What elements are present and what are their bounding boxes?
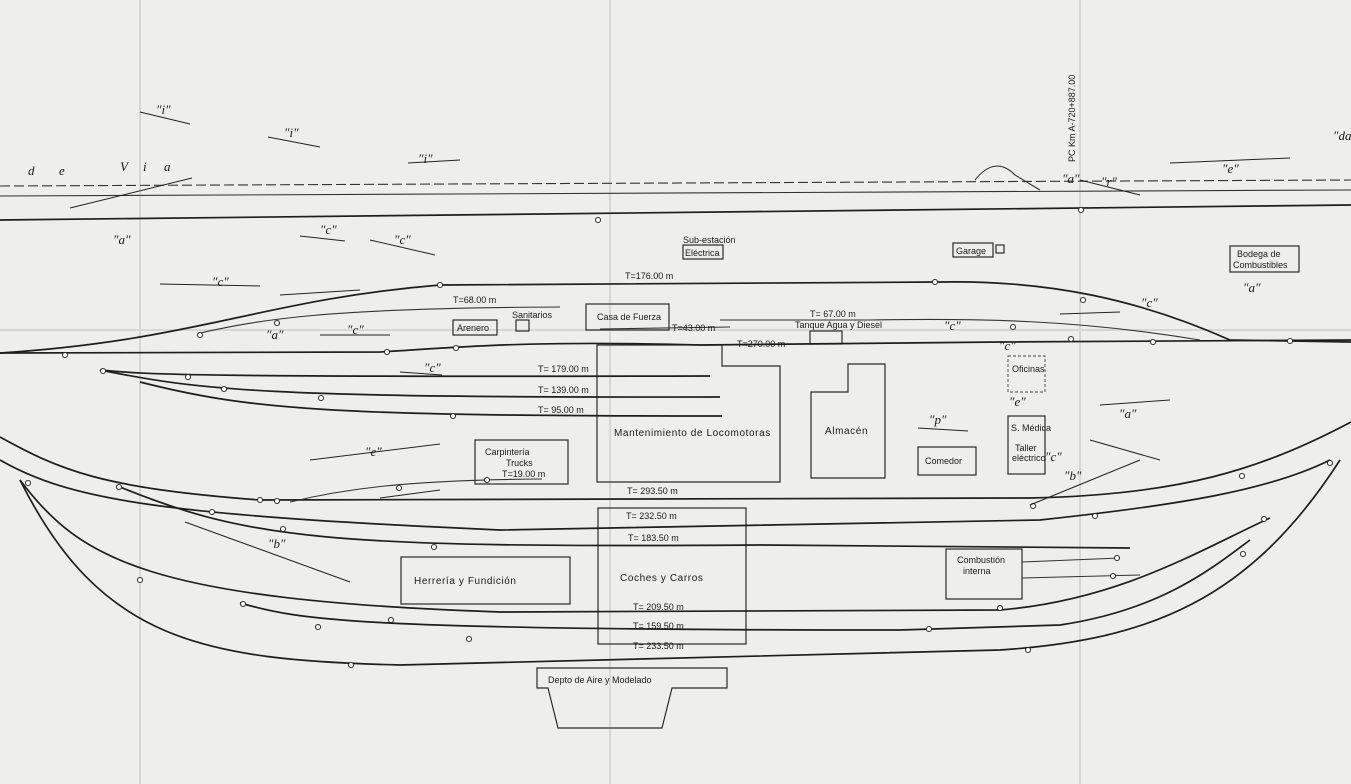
arenero-box [452,319,498,336]
taller-label-1: Taller [1015,443,1037,453]
garage-box [952,242,994,258]
via-e-label: e [59,163,65,178]
depto-box [536,667,728,729]
mantenimiento-label: Mantenimiento de Locomotoras [614,428,771,439]
track-183-label: T= 183.50 m [628,533,679,543]
subestacion-label-1: Sub-estación [683,235,736,245]
casa-fuerza-label: Casa de Fuerza [597,312,661,322]
via-d-label: d [28,163,35,178]
track-179-label: T= 179.00 m [538,364,589,374]
bodega-label-2: Combustibles [1233,260,1288,270]
track-270-label: T=270.00 m [737,339,785,349]
yard-tracks [0,281,1351,666]
zone-i-2: "i" [284,125,299,140]
zone-c-6: "c" [1141,295,1158,310]
garage-small-box [995,244,1005,254]
track-67-label: T= 67.00 m [810,309,856,319]
zone-c-2: "c" [394,232,411,247]
oficinas-box [1007,355,1046,393]
zone-d-1: "da [1333,128,1351,143]
zone-markers: "i" "i" "i" "a" "c" "c" "c" "a" "c" "c" … [113,102,1351,551]
track-139-label: T= 139.00 m [538,385,589,395]
carpinteria-label-1: Carpintería [485,447,530,457]
bodega-label-1: Bodega de [1237,249,1281,259]
track-159-label: T= 159.50 m [633,621,684,631]
direction-arrows [69,111,1291,583]
via-v-label: V [120,159,130,174]
taller-label-2: eléctrico [1012,453,1046,463]
zone-c-5: "c" [424,360,441,375]
almacen-label: Almacén [825,426,868,437]
zone-a-4: "a" [1243,280,1261,295]
zone-a-2: "a" [266,327,284,342]
zone-e-3: "e" [1009,394,1026,409]
comedor-label: Comedor [925,456,962,466]
zone-c-7: "c" [944,318,961,333]
combustion-box [945,548,1023,600]
building-labels: Sub-estación Eléctrica Garage Bodega de … [414,235,1288,685]
subestacion-label-2: Eléctrica [685,248,720,258]
track-95-label: T= 95.00 m [538,405,584,415]
s-medica-box [1007,415,1046,475]
zone-c-8: "c" [999,338,1016,353]
zone-c-3: "c" [212,274,229,289]
zone-a-3: "a" [1062,171,1080,186]
combustion-label-1: Combustión [957,555,1005,565]
garage-label: Garage [956,246,986,256]
zone-c-9: "c" [1045,449,1062,464]
zone-a-5: "a" [1119,406,1137,421]
track-19-label: T=19.00 m [502,469,545,479]
s-medica-label: S. Médica [1011,423,1051,433]
sanitarios-label: Sanitarios [512,310,553,320]
track-length-labels: T=176.00 m T=68.00 m T= 67.00 m T=43.00 … [453,271,856,651]
tanque-box [809,330,843,345]
via-i-label: i [143,159,147,174]
coches-label: Coches y Carros [620,573,703,584]
bodega-box [1229,245,1300,273]
track-209-label: T= 209.50 m [633,602,684,612]
track-293-label: T= 293.50 m [627,486,678,496]
comedor-box [917,446,977,476]
herreria-label: Herrería y Fundición [414,576,517,587]
building-outlines [400,242,1300,729]
main-line [0,165,1351,221]
arenero-label: Arenero [457,323,489,333]
zone-c-1: "c" [320,222,337,237]
km-label: PC Km A-720+887.00 [1067,75,1077,162]
zone-c-4: "c" [347,322,364,337]
sanitarios-box [515,319,530,332]
almacen-box [810,363,886,479]
zone-e-1: "e" [365,444,382,459]
zone-i-3: "i" [418,151,433,166]
zone-r-1: "r" [1101,174,1118,189]
track-233-label: T= 233.50 m [633,641,684,651]
track-232-label: T= 232.50 m [626,511,677,521]
zone-p-1: "p" [929,412,947,427]
header-markers: d e V i a PC Km A-720+887.00 [28,75,1077,178]
casa-fuerza-box [585,303,670,331]
zone-a-1: "a" [113,232,131,247]
carpinteria-box [474,439,569,485]
switch-nodes [24,206,1334,669]
zone-i-1: "i" [156,102,171,117]
zone-b-1: "b" [268,536,286,551]
combustion-label-2: interna [963,566,991,576]
carpinteria-label-2: Trucks [506,458,533,468]
tanque-label: Tanque Agua y Diesel [795,320,882,330]
via-a-label: a [164,159,171,174]
depto-label: Depto de Aire y Modelado [548,675,652,685]
coches-box [597,507,747,645]
mantenimiento-box [596,344,781,483]
track-68-label: T=68.00 m [453,295,496,305]
oficinas-label: Oficinas [1012,364,1045,374]
herreria-box [400,556,571,605]
track-43-label: T=43.00 m [672,323,715,333]
track-176-label: T=176.00 m [625,271,673,281]
subestacion-box [682,244,724,260]
zone-b-2: "b" [1064,468,1082,483]
zone-e-2: "e" [1222,161,1239,176]
